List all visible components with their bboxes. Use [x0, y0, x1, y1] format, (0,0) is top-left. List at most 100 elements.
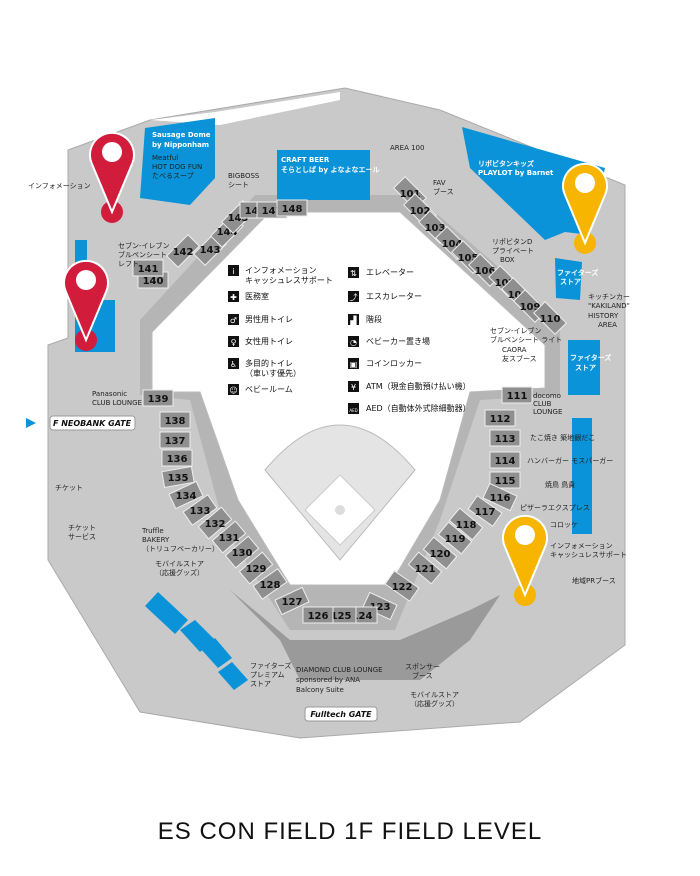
seat-section-134[interactable]: 134 — [168, 480, 204, 511]
legend-item: ✚医務室 — [228, 291, 269, 302]
seat-section-130[interactable]: 130 — [224, 535, 261, 571]
seat-section-127[interactable]: 127 — [274, 586, 310, 617]
legend-label: 多目的トイレ — [245, 358, 293, 368]
pin-red-top[interactable] — [89, 131, 135, 223]
seat-block — [489, 471, 521, 489]
stroller-icon — [348, 336, 359, 347]
label-premium: ファイターズ — [250, 661, 291, 670]
seat-section-135[interactable]: 135 — [161, 465, 195, 489]
food-row-right — [572, 418, 592, 534]
accessible-toilet-icon-glyph: ♿ — [230, 360, 237, 369]
shops — [75, 118, 605, 690]
womens-toilet-icon — [228, 336, 239, 347]
legend-label: エレベーター — [366, 268, 414, 277]
gate-bottom-box[interactable] — [304, 706, 378, 722]
label-seven-left: セブン-イレブン — [118, 241, 170, 250]
section-number: 109 — [520, 302, 541, 313]
seat-section-132[interactable]: 132 — [197, 506, 234, 542]
seat-section-138[interactable]: 138 — [159, 411, 191, 429]
legend-item: ♂男性用トイレ — [228, 314, 293, 325]
seat-section-122[interactable]: 122 — [383, 570, 420, 604]
gate-left-label: F NEOBANK GATE — [53, 419, 132, 428]
label-sponsor-2: ブース — [412, 671, 433, 680]
map-labels: Sausage Dome by Nipponham Meatful HOT DO… — [28, 131, 630, 708]
seat-section-142[interactable]: 142 — [165, 233, 202, 270]
section-number: 104 — [442, 239, 463, 250]
label-store-b: ファイターズ — [570, 353, 611, 362]
section-number: 112 — [490, 414, 511, 425]
section-number: 145 — [228, 213, 249, 224]
seat-section-137[interactable]: 137 — [159, 431, 191, 449]
section-number: 144 — [217, 227, 238, 238]
seat-block — [166, 234, 200, 268]
seat-block — [159, 411, 191, 429]
gate-left-box[interactable] — [49, 415, 136, 431]
pin-hole — [515, 525, 535, 545]
label-sponsor: スポンサー — [405, 663, 440, 671]
seat-section-128[interactable]: 128 — [252, 568, 289, 602]
seat-section-131[interactable]: 131 — [211, 520, 248, 556]
seat-section-113[interactable]: 113 — [489, 429, 521, 447]
label-info-right: インフォメーション — [550, 542, 613, 550]
seat-section-118[interactable]: 118 — [447, 507, 484, 543]
seat-block — [302, 606, 334, 624]
label-info-right-2: キャッシュレスサポート — [550, 551, 627, 559]
seat-section-117[interactable]: 117 — [466, 495, 503, 529]
section-number: 130 — [232, 548, 253, 559]
label-craft-beer: CRAFT BEER — [281, 156, 330, 164]
section-number: 148 — [282, 204, 303, 215]
section-number: 118 — [456, 520, 477, 531]
section-number: 128 — [260, 580, 281, 591]
section-number: 108 — [508, 290, 529, 301]
seat-block — [142, 389, 174, 407]
seat-block — [484, 409, 516, 427]
seat-section-129[interactable]: 129 — [238, 551, 275, 587]
section-number: 127 — [282, 597, 303, 608]
section-number: 121 — [415, 564, 436, 575]
map-pin-icon — [89, 131, 135, 215]
seat-section-139[interactable]: 139 — [142, 389, 174, 407]
seat-section-136[interactable]: 136 — [161, 449, 193, 467]
legend-item: ¥ATM（現金自動預け払い機） — [348, 381, 471, 392]
legend-label: AED（自動体外式除細動器） — [366, 403, 471, 413]
seat-section-116[interactable]: 116 — [482, 482, 518, 513]
label-hotdog: Meatful — [152, 154, 178, 162]
seat-section-112[interactable]: 112 — [484, 409, 516, 427]
seat-section-133[interactable]: 133 — [182, 494, 219, 528]
seat-section-110[interactable]: 110 — [531, 300, 568, 337]
shop-premium-store — [218, 662, 248, 690]
pin-red-left[interactable] — [63, 259, 109, 351]
seat-section-114[interactable]: 114 — [489, 451, 521, 469]
stroller-icon-glyph: ◔ — [350, 338, 357, 347]
legend-label: 階段 — [366, 314, 382, 324]
label-mobile-2: （応援グッズ） — [155, 568, 204, 577]
legend-label: ベビールーム — [245, 385, 293, 394]
seat-block — [132, 259, 164, 277]
label-burger: ハンバーガー モスバーガー — [527, 456, 613, 465]
seat-section-148[interactable]: 148 — [276, 199, 308, 217]
legend-item: ☺ベビールーム — [228, 384, 293, 395]
mens-toilet-icon — [228, 314, 239, 325]
label-seven-left-2: ブルペンシート — [118, 250, 167, 259]
section-number: 124 — [352, 611, 373, 622]
seat-section-141[interactable]: 141 — [132, 259, 164, 277]
seat-section-111[interactable]: 111 — [501, 386, 533, 404]
section-number: 134 — [176, 491, 197, 502]
seat-block — [276, 199, 308, 217]
seat-section-115[interactable]: 115 — [489, 471, 521, 489]
pin-yellow-top[interactable] — [562, 162, 608, 254]
seat-section-121[interactable]: 121 — [406, 551, 443, 587]
section-number: 138 — [165, 416, 186, 427]
map-pin-icon — [562, 162, 608, 246]
legend-item: ⇅エレベーター — [348, 267, 414, 278]
legend-item: ◔ベビーカー置き場 — [348, 336, 430, 347]
info-icon-glyph: i — [232, 267, 234, 276]
seat-section-120[interactable]: 120 — [421, 536, 458, 572]
seat-section-119[interactable]: 119 — [436, 521, 473, 557]
locker-icon-glyph: ▣ — [350, 360, 358, 369]
seat-block — [252, 568, 288, 600]
seat-section-126[interactable]: 126 — [302, 606, 334, 624]
pin-yellow-bottom[interactable] — [502, 514, 548, 606]
